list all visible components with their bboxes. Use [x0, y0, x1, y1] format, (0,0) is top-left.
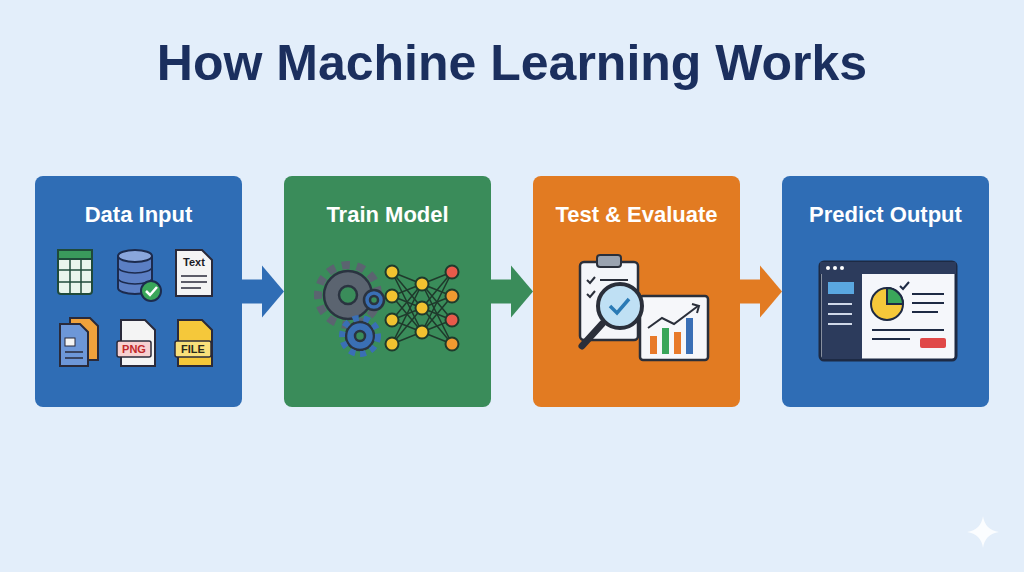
- process-box: Data Input: [35, 176, 242, 407]
- dashboard-window-icon: [820, 262, 956, 360]
- gears-icon: [318, 265, 384, 354]
- png-file-icon: [117, 320, 155, 366]
- process-box: Train Model: [284, 176, 491, 407]
- process-box: Test & Evaluate: [533, 176, 740, 407]
- text-document-icon: [176, 250, 212, 296]
- neural-network-icon: [386, 266, 459, 351]
- flow-arrow: [740, 266, 782, 318]
- document-stack-icon: [60, 318, 98, 366]
- box-heading: Data Input: [35, 176, 242, 228]
- box-heading: Test & Evaluate: [533, 176, 740, 228]
- process-box: Predict Output: [782, 176, 989, 407]
- icon-label-text: PNG: [122, 343, 146, 355]
- file-icon: [175, 320, 212, 366]
- database-icon: [118, 250, 161, 301]
- magnifier-icon: [582, 284, 642, 346]
- icon-label: FILE: [181, 344, 205, 355]
- icon-label-text: FILE: [181, 343, 205, 355]
- icon-label: Text: [183, 257, 205, 268]
- box-heading: Train Model: [284, 176, 491, 228]
- icon-label-text: Text: [183, 256, 205, 268]
- diagram-title: How Machine Learning Works: [0, 34, 1024, 92]
- flow-arrow: [242, 266, 284, 318]
- title-text: How Machine Learning Works: [157, 35, 867, 91]
- clipboard-icon: [580, 255, 638, 340]
- flow-arrow: [491, 266, 533, 318]
- chart-panel-icon: [640, 296, 708, 360]
- sparkle-watermark: [967, 516, 999, 548]
- box-heading: Predict Output: [782, 176, 989, 228]
- icon-label: PNG: [122, 344, 146, 355]
- spreadsheet-icon: [58, 250, 92, 294]
